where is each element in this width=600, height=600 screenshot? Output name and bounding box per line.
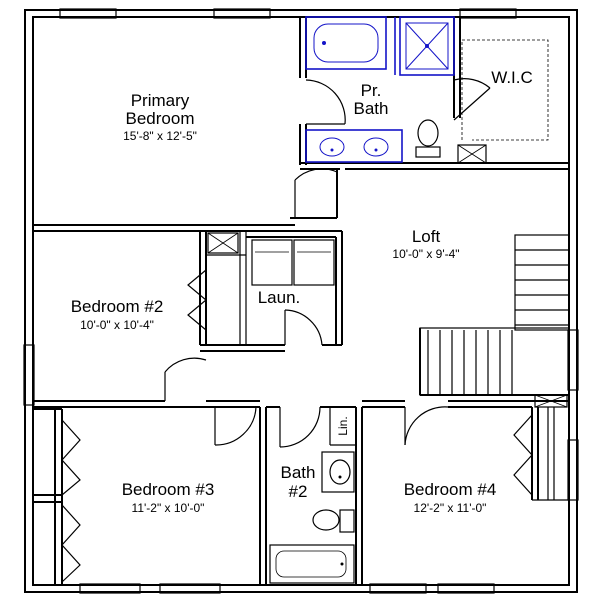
room-primary-bedroom: Primary Bedroom 15'-8" x 12'-5" xyxy=(123,91,197,143)
wic-shelving xyxy=(461,39,549,141)
room-primary-bath: Pr. Bath xyxy=(354,81,389,118)
room-loft: Loft 10'-0" x 9'-4" xyxy=(392,227,459,261)
primary-bedroom-name-2: Bedroom xyxy=(126,109,195,128)
loft-name: Loft xyxy=(412,227,441,246)
primary-bedroom-name: Primary xyxy=(131,91,190,110)
linen-name: Lin. xyxy=(336,416,350,435)
room-bedroom4: Bedroom #4 12'-2" x 11'-0" xyxy=(404,480,497,515)
primary-bath-name: Pr. xyxy=(361,81,382,100)
room-laundry: Laun. xyxy=(258,288,301,307)
laundry-appliances xyxy=(251,239,335,286)
loft-dimensions: 10'-0" x 9'-4" xyxy=(392,247,459,261)
bedroom2-name: Bedroom #2 xyxy=(71,297,164,316)
wic-name: W.I.C xyxy=(491,68,533,87)
room-bedroom2: Bedroom #2 10'-0" x 10'-4" xyxy=(71,297,164,332)
room-bedroom3: Bedroom #3 11'-2" x 10'-0" xyxy=(122,480,215,515)
bath2-name-2: #2 xyxy=(289,482,308,501)
room-wic: W.I.C xyxy=(491,68,533,87)
room-linen: Lin. xyxy=(336,416,350,435)
doors xyxy=(164,78,491,448)
room-bath2: Bath #2 xyxy=(281,463,316,501)
bedroom4-name: Bedroom #4 xyxy=(404,480,497,499)
windows xyxy=(23,8,579,594)
bedroom3-dimensions: 11'-2" x 10'-0" xyxy=(132,501,205,515)
interior-walls xyxy=(32,17,569,585)
bath2-name: Bath xyxy=(281,463,316,482)
primary-toilet xyxy=(415,119,441,158)
primary-bedroom-dimensions: 15'-8" x 12'-5" xyxy=(123,129,197,143)
chase-boxes xyxy=(207,144,568,408)
primary-bath-fixtures xyxy=(305,16,455,163)
bedroom4-dimensions: 12'-2" x 11'-0" xyxy=(414,501,487,515)
bedroom2-dimensions: 10'-0" x 10'-4" xyxy=(80,318,154,332)
primary-bath-name-2: Bath xyxy=(354,99,389,118)
staircase xyxy=(419,234,570,396)
laundry-name: Laun. xyxy=(258,288,301,307)
bifold-doors xyxy=(61,269,533,583)
bath2-fixtures xyxy=(269,451,355,584)
bedroom3-name: Bedroom #3 xyxy=(122,480,215,499)
